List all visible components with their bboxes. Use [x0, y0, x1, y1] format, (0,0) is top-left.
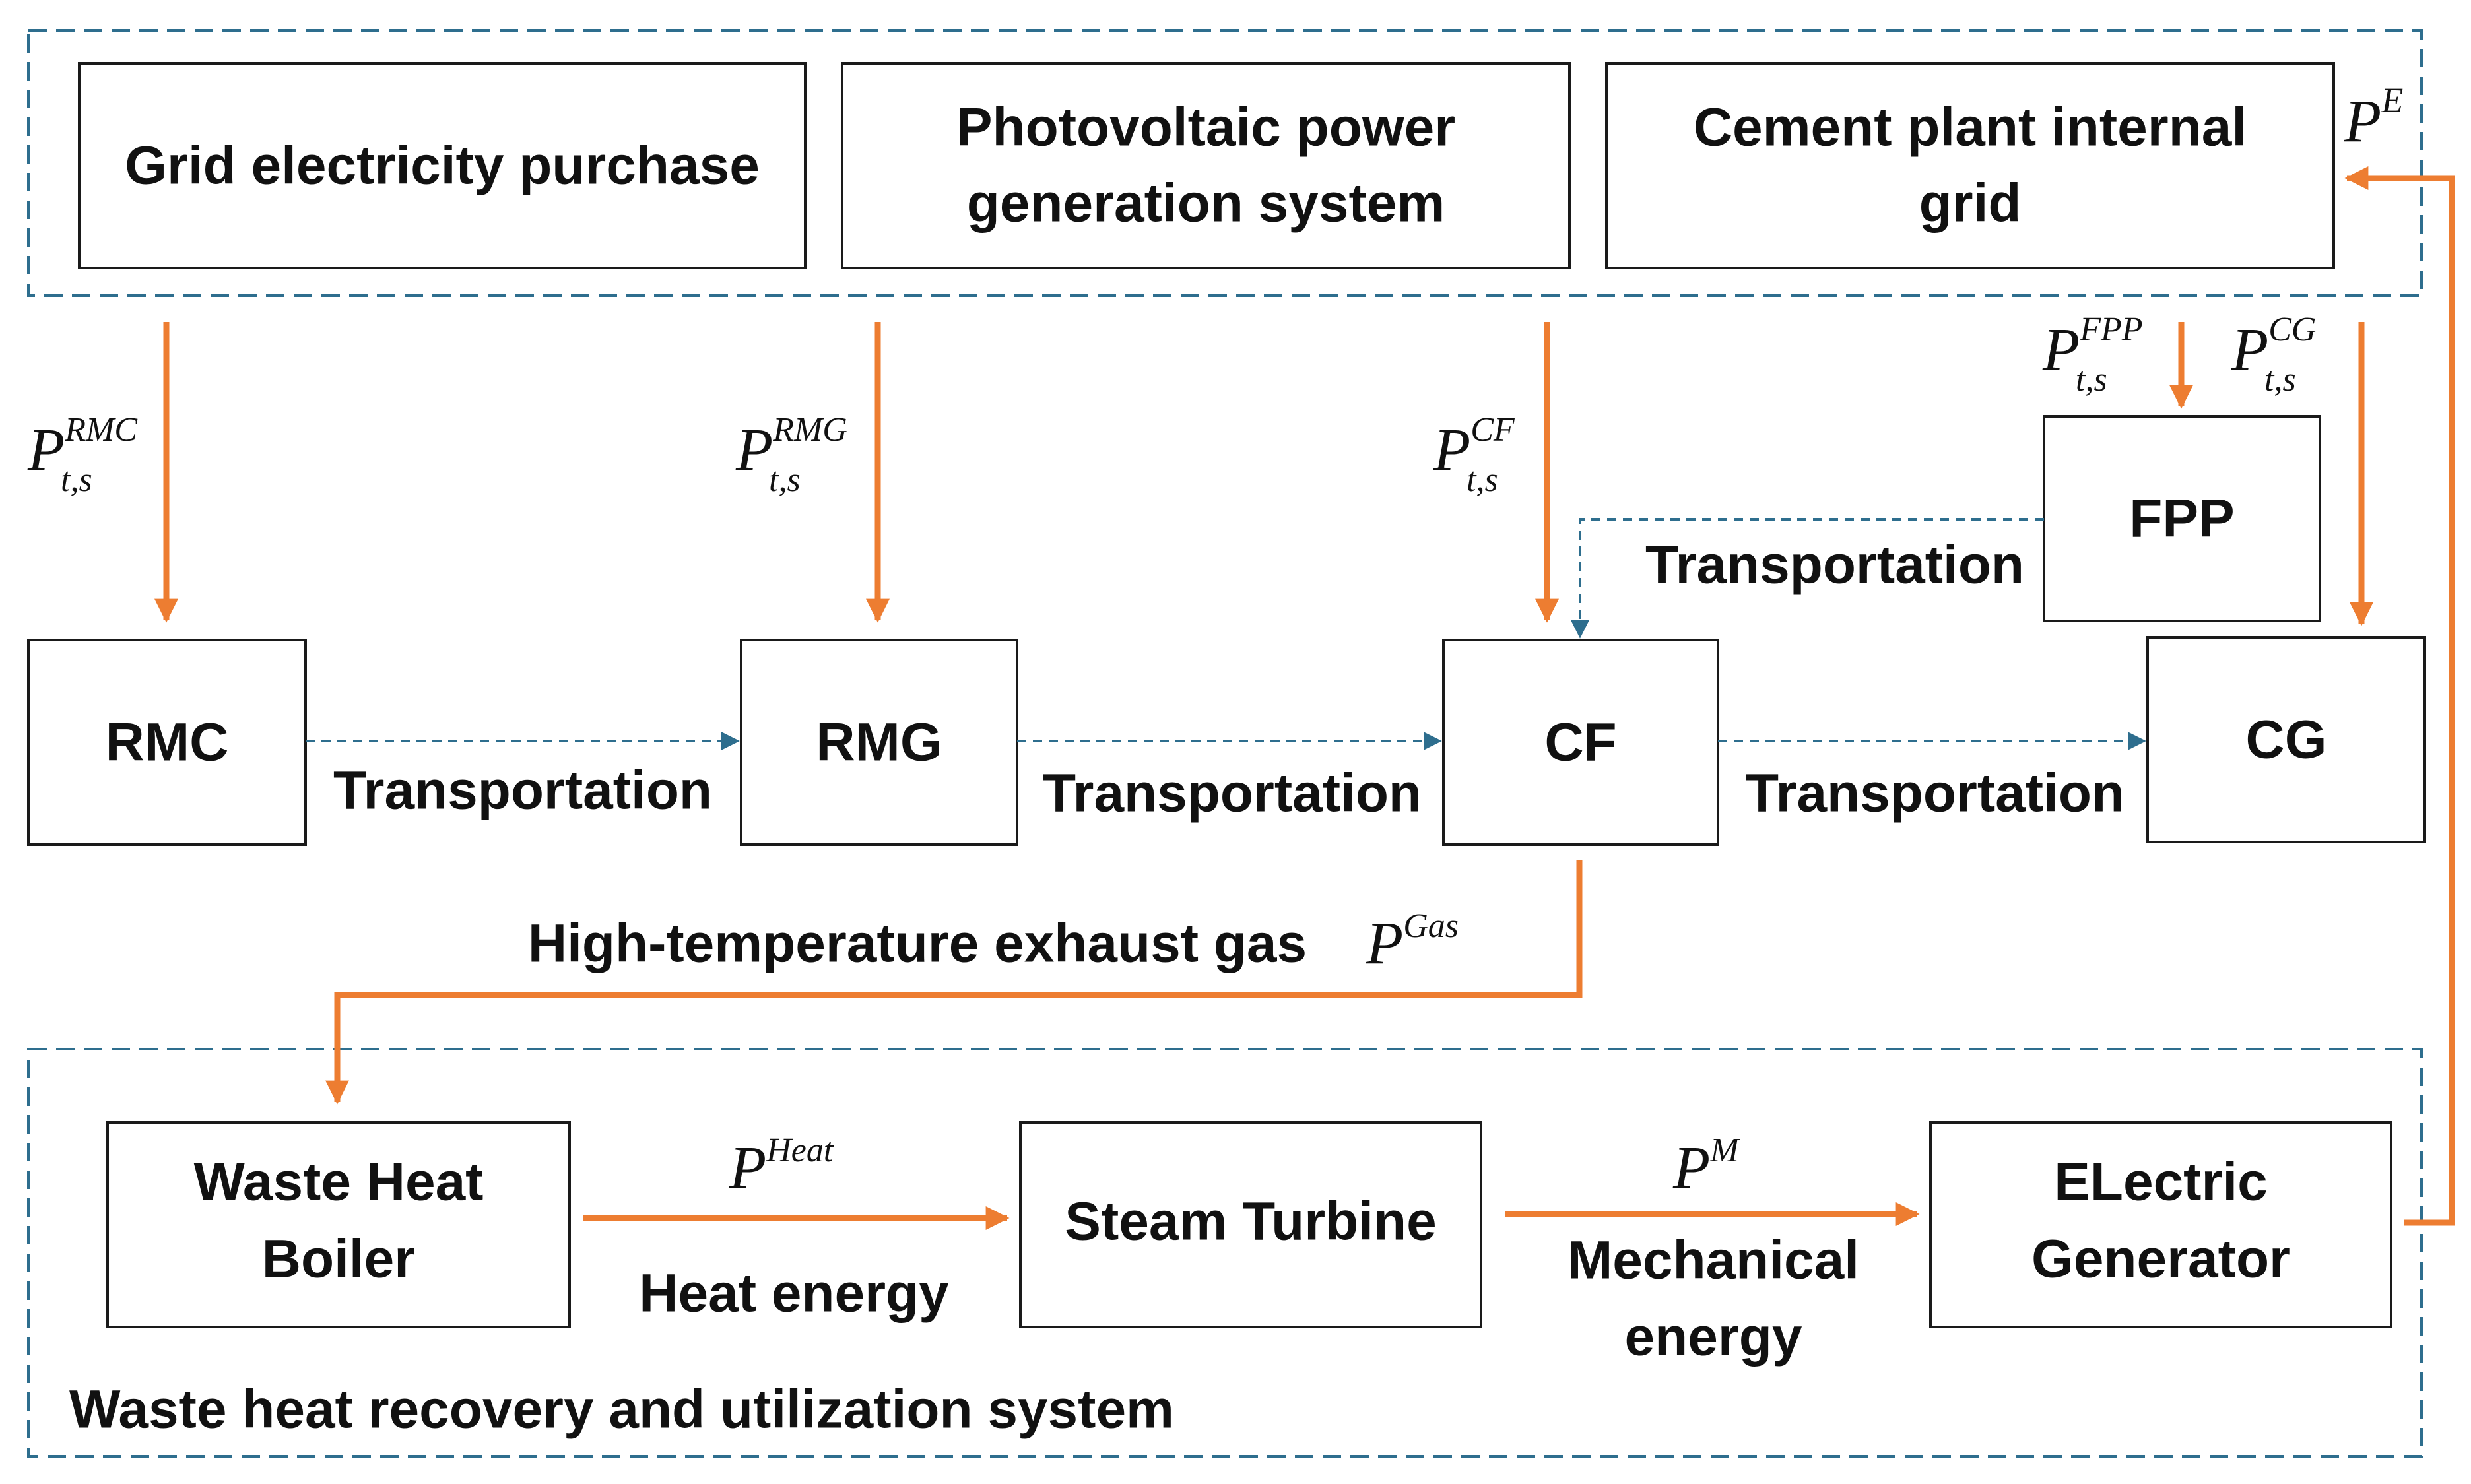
- pv-system-label-line1: Photovoltaic power: [956, 98, 1455, 158]
- p-m-symbol: PM: [1672, 1132, 1740, 1201]
- steam-turbine-box: [1019, 1121, 1482, 1328]
- electric-generator-label-line2: Generator: [2031, 1229, 2290, 1289]
- cg-label: CG: [2246, 710, 2327, 770]
- fpp-box: [2043, 415, 2321, 622]
- p-heat-symbol: PHeat: [729, 1132, 834, 1201]
- cement-grid-label-line1: Cement plant internal: [1694, 98, 2247, 158]
- electric-generator-label-line1: ELectric: [2054, 1152, 2268, 1212]
- generator-to-grid-arrow: [2344, 166, 2455, 1226]
- pv-system-label-line2: generation system: [967, 174, 1445, 234]
- waste-heat-boiler-box: [106, 1121, 571, 1328]
- cg-box: [2146, 636, 2426, 843]
- waste-heat-system-frame: [27, 1048, 2423, 1458]
- waste-heat-boiler-label-line1: Waste Heat: [194, 1152, 484, 1212]
- waste-heat-boiler-label-line2: Boiler: [262, 1229, 415, 1289]
- electric-generator-box: [1929, 1121, 2392, 1328]
- exhaust-gas-arrow: [325, 860, 1583, 1105]
- cf-label: CF: [1544, 713, 1616, 773]
- grid-purchase-label: Grid electricity purchase: [125, 136, 760, 196]
- mechanical-energy-label-line2: energy: [1625, 1307, 1802, 1367]
- cf-box: [1442, 639, 1719, 846]
- power-supply-group-frame: [27, 29, 2423, 297]
- transport-label-rmg-cf: Transportation: [1043, 763, 1422, 823]
- transport-label-fpp-cf: Transportation: [1645, 535, 2024, 595]
- mechanical-energy-label-line1: Mechanical: [1567, 1231, 1859, 1291]
- exhaust-gas-label: High-temperature exhaust gas: [528, 914, 1307, 974]
- heat-energy-label: Heat energy: [639, 1264, 949, 1324]
- pv-system-box: [841, 62, 1571, 269]
- pe-symbol: PE: [2344, 81, 2403, 154]
- rmg-box: [740, 639, 1018, 846]
- grid-purchase-box: [78, 62, 807, 269]
- steam-turbine-label: Steam Turbine: [1065, 1192, 1436, 1252]
- cement-internal-grid-box: [1605, 62, 2335, 269]
- fpp-label: FPP: [2129, 489, 2234, 549]
- transport-label-rmc-rmg: Transportation: [333, 761, 712, 821]
- waste-heat-system-label: Waste heat recovery and utilization syst…: [69, 1380, 1174, 1440]
- cement-grid-label-line2: grid: [1919, 174, 2022, 234]
- transport-arrow-fpp-cf: [1571, 518, 2044, 639]
- p-gas-symbol: PGas: [1366, 907, 1459, 977]
- rmc-box: [27, 639, 307, 846]
- rmc-label: RMC: [106, 713, 229, 773]
- transport-label-cf-cg: Transportation: [1746, 763, 2125, 823]
- rmg-label: RMG: [816, 713, 942, 773]
